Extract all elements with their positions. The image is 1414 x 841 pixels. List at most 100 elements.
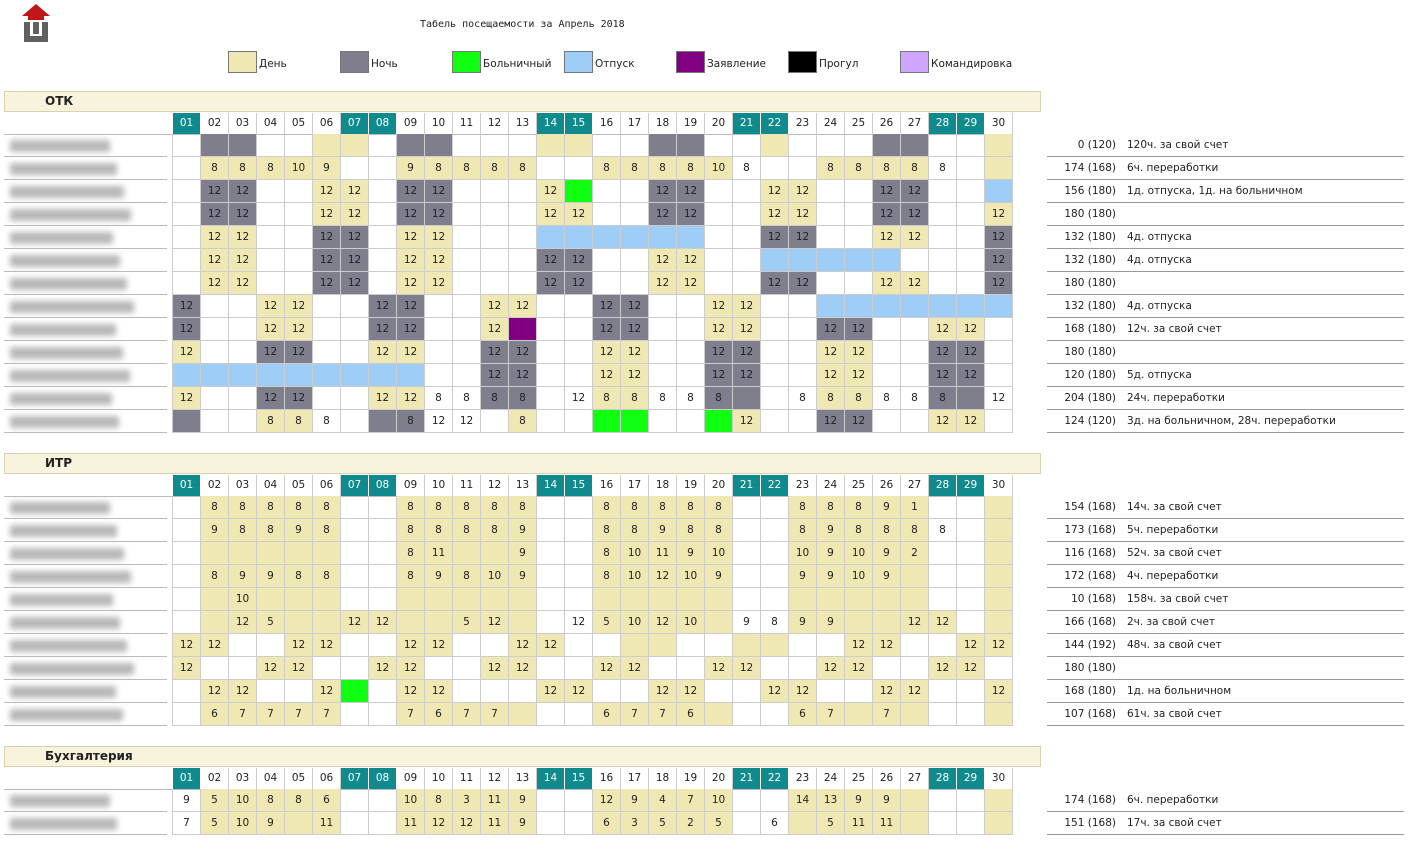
day-cell[interactable]: 5 — [705, 812, 733, 835]
day-cell[interactable]: 12 — [929, 318, 957, 341]
day-cell[interactable]: 12 — [621, 657, 649, 680]
day-cell[interactable]: 8 — [817, 387, 845, 410]
day-cell[interactable] — [537, 812, 565, 835]
day-cell[interactable]: 9 — [173, 789, 201, 812]
day-cell[interactable] — [677, 134, 705, 157]
day-cell[interactable]: 12 — [845, 410, 873, 433]
day-cell[interactable]: 12 — [173, 657, 201, 680]
day-cell[interactable]: 8 — [397, 496, 425, 519]
day-cell[interactable] — [733, 387, 761, 410]
day-cell[interactable]: 12 — [649, 272, 677, 295]
day-cell[interactable] — [761, 542, 789, 565]
day-cell[interactable]: 8 — [397, 519, 425, 542]
day-cell[interactable] — [789, 410, 817, 433]
day-cell[interactable] — [985, 318, 1013, 341]
day-cell[interactable] — [593, 588, 621, 611]
day-cell[interactable] — [173, 410, 201, 433]
day-cell[interactable] — [285, 272, 313, 295]
day-cell[interactable] — [761, 588, 789, 611]
day-cell[interactable] — [509, 134, 537, 157]
day-cell[interactable] — [453, 657, 481, 680]
day-cell[interactable]: 7 — [453, 703, 481, 726]
day-cell[interactable] — [761, 703, 789, 726]
day-cell[interactable] — [845, 180, 873, 203]
day-cell[interactable] — [733, 180, 761, 203]
day-cell[interactable]: 8 — [229, 519, 257, 542]
day-cell[interactable] — [481, 134, 509, 157]
day-cell[interactable]: 12 — [817, 341, 845, 364]
day-cell[interactable]: 8 — [509, 387, 537, 410]
day-cell[interactable]: 12 — [565, 387, 593, 410]
day-cell[interactable] — [705, 410, 733, 433]
day-cell[interactable] — [481, 588, 509, 611]
day-cell[interactable]: 9 — [817, 542, 845, 565]
day-cell[interactable] — [845, 226, 873, 249]
day-cell[interactable] — [201, 341, 229, 364]
day-cell[interactable]: 12 — [397, 387, 425, 410]
day-cell[interactable] — [369, 703, 397, 726]
day-cell[interactable] — [341, 565, 369, 588]
day-cell[interactable]: 8 — [621, 496, 649, 519]
day-cell[interactable] — [565, 657, 593, 680]
day-cell[interactable]: 9 — [509, 519, 537, 542]
day-cell[interactable]: 12 — [957, 341, 985, 364]
day-cell[interactable]: 12 — [369, 318, 397, 341]
day-cell[interactable] — [621, 634, 649, 657]
day-cell[interactable] — [761, 341, 789, 364]
day-cell[interactable]: 12 — [957, 634, 985, 657]
day-cell[interactable]: 12 — [537, 680, 565, 703]
day-cell[interactable]: 12 — [453, 812, 481, 835]
day-cell[interactable] — [509, 203, 537, 226]
day-cell[interactable] — [761, 387, 789, 410]
day-cell[interactable] — [789, 341, 817, 364]
day-cell[interactable] — [369, 812, 397, 835]
day-cell[interactable]: 10 — [397, 789, 425, 812]
day-cell[interactable] — [649, 341, 677, 364]
day-cell[interactable] — [649, 657, 677, 680]
day-cell[interactable] — [957, 789, 985, 812]
day-cell[interactable] — [817, 634, 845, 657]
day-cell[interactable] — [929, 134, 957, 157]
day-cell[interactable]: 5 — [453, 611, 481, 634]
day-cell[interactable] — [229, 542, 257, 565]
day-cell[interactable]: 1 — [901, 496, 929, 519]
day-cell[interactable]: 10 — [705, 789, 733, 812]
day-cell[interactable] — [257, 588, 285, 611]
day-cell[interactable]: 12 — [369, 387, 397, 410]
day-cell[interactable]: 10 — [845, 565, 873, 588]
day-cell[interactable] — [453, 226, 481, 249]
day-cell[interactable] — [649, 364, 677, 387]
day-cell[interactable]: 7 — [173, 812, 201, 835]
day-cell[interactable]: 8 — [621, 157, 649, 180]
day-cell[interactable]: 8 — [873, 519, 901, 542]
day-cell[interactable] — [453, 588, 481, 611]
day-cell[interactable] — [341, 295, 369, 318]
day-cell[interactable] — [341, 157, 369, 180]
day-cell[interactable] — [341, 634, 369, 657]
day-cell[interactable] — [313, 611, 341, 634]
day-cell[interactable] — [537, 519, 565, 542]
day-cell[interactable]: 8 — [817, 157, 845, 180]
day-cell[interactable] — [873, 318, 901, 341]
day-cell[interactable]: 8 — [817, 496, 845, 519]
day-cell[interactable]: 12 — [285, 318, 313, 341]
day-cell[interactable]: 8 — [257, 157, 285, 180]
day-cell[interactable] — [173, 519, 201, 542]
day-cell[interactable] — [565, 703, 593, 726]
day-cell[interactable]: 8 — [453, 519, 481, 542]
day-cell[interactable] — [761, 565, 789, 588]
day-cell[interactable] — [985, 657, 1013, 680]
day-cell[interactable] — [285, 588, 313, 611]
day-cell[interactable]: 12 — [817, 364, 845, 387]
day-cell[interactable]: 8 — [509, 157, 537, 180]
day-cell[interactable]: 12 — [425, 203, 453, 226]
day-cell[interactable]: 9 — [257, 565, 285, 588]
day-cell[interactable]: 13 — [817, 789, 845, 812]
day-cell[interactable] — [397, 364, 425, 387]
day-cell[interactable] — [369, 203, 397, 226]
day-cell[interactable]: 8 — [649, 496, 677, 519]
day-cell[interactable]: 12 — [705, 657, 733, 680]
day-cell[interactable] — [565, 226, 593, 249]
day-cell[interactable] — [733, 249, 761, 272]
day-cell[interactable]: 11 — [649, 542, 677, 565]
